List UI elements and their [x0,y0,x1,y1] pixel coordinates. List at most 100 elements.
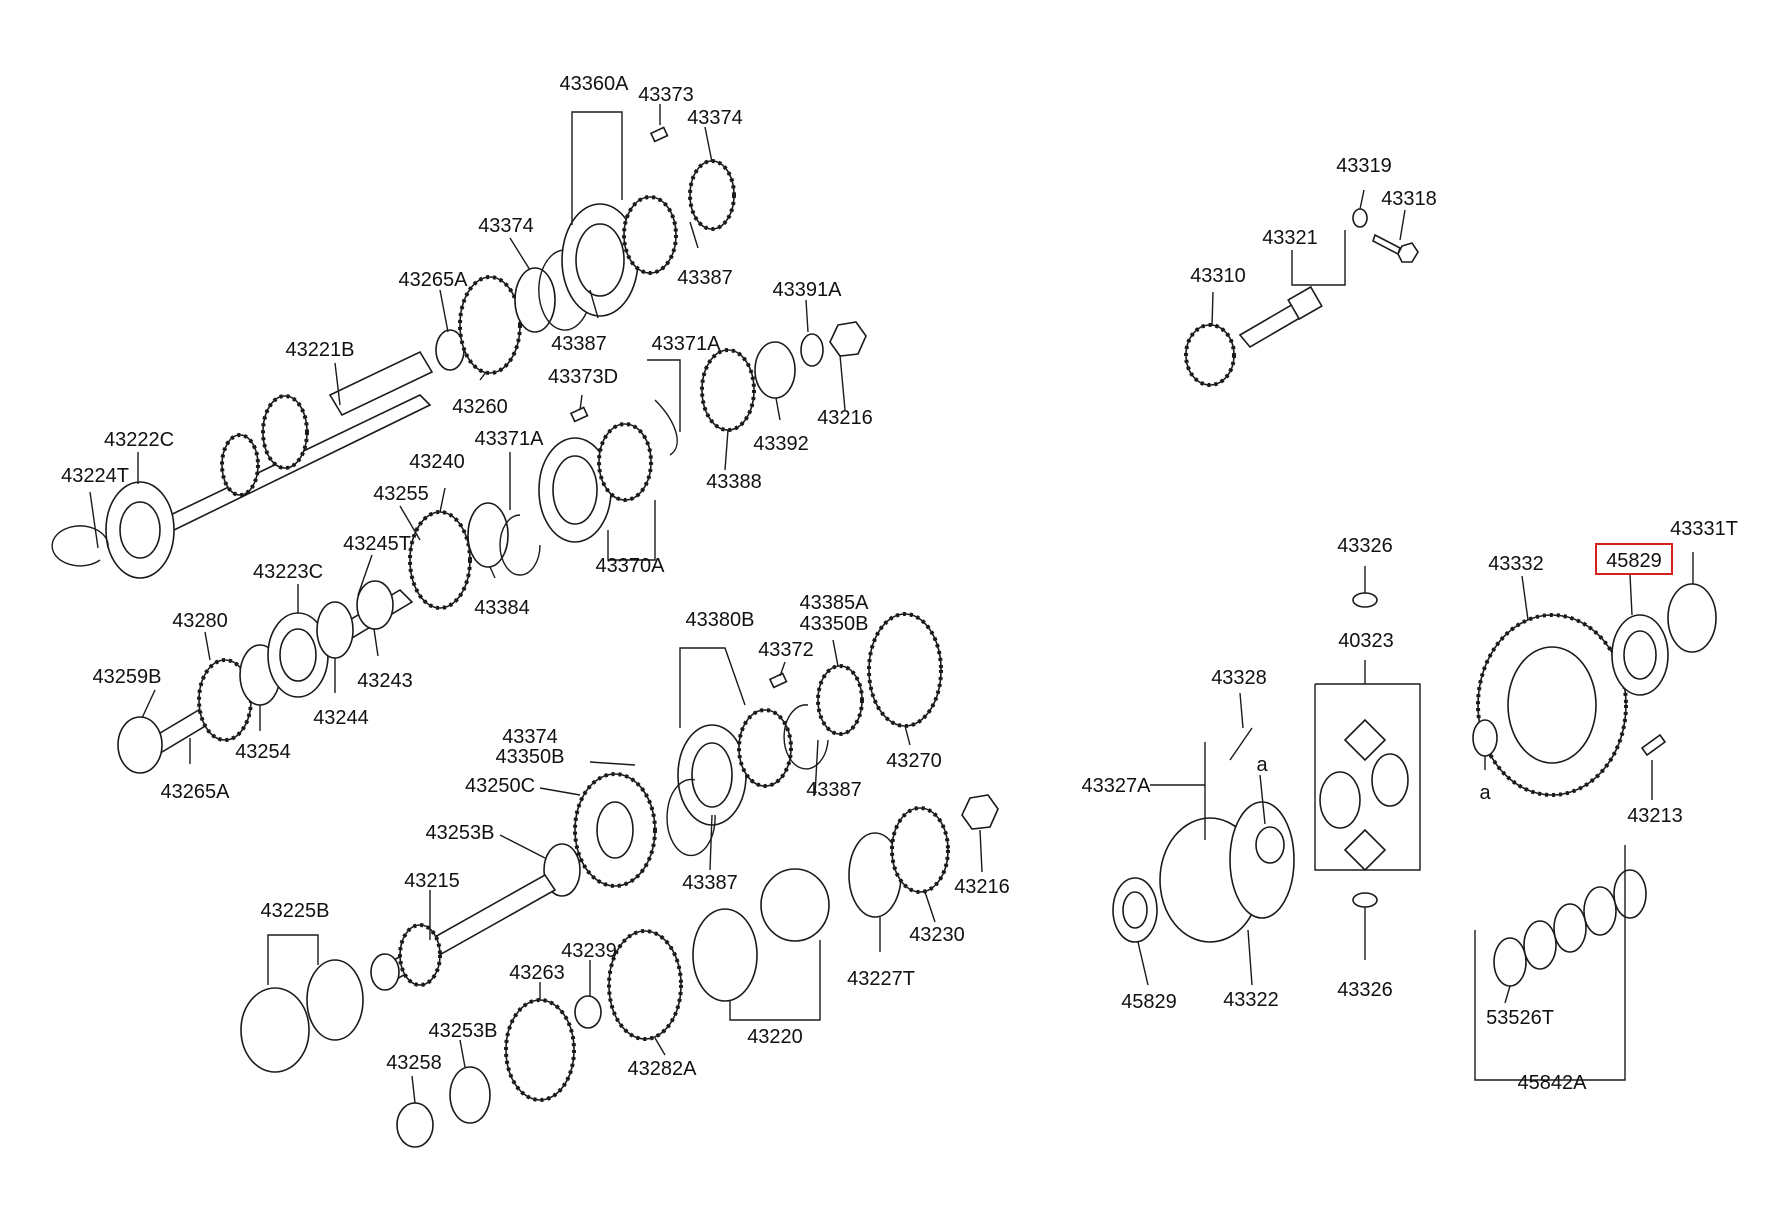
leader-lines [89,104,1694,1104]
label-53526T[interactable]: 53526T [1486,1007,1554,1029]
shim-53526T-1 [1493,937,1527,987]
label-43253B[interactable]: 43253B [426,822,495,844]
bolt-43318 [1372,233,1401,256]
label-43370A[interactable]: 43370A [596,555,666,577]
label-43255[interactable]: 43255 [373,483,429,505]
gear-43282A-teeth [607,929,683,1041]
label-43258[interactable]: 43258 [386,1052,442,1074]
label-43373D[interactable]: 43373D [548,366,618,388]
label-43260[interactable]: 43260 [452,396,508,418]
label-43322[interactable]: 43322 [1223,989,1279,1011]
shim-53526T-3 [1553,903,1587,953]
label-43319[interactable]: 43319 [1336,155,1392,177]
label-43327A[interactable]: 43327A [1082,775,1152,797]
label-43318[interactable]: 43318 [1381,188,1437,210]
label-43213[interactable]: 43213 [1627,805,1683,827]
label-43259B[interactable]: 43259B [93,666,162,688]
side-gear-right [1371,753,1409,807]
label-43239[interactable]: 43239 [561,940,617,962]
label-43331T[interactable]: 43331T [1670,518,1738,540]
label-43240[interactable]: 43240 [409,451,465,473]
label-43265A[interactable]: 43265A [399,269,469,291]
label-43230[interactable]: 43230 [909,924,965,946]
label-45842A[interactable]: 45842A [1518,1072,1588,1094]
ring-43244 [316,601,354,659]
label-43310[interactable]: 43310 [1190,265,1246,287]
ring-gear-43332-inner [1507,646,1597,764]
bearing-45829-right-inner [1623,630,1657,680]
cone-43220 [692,908,758,1002]
label-a[interactable]: a [1256,754,1268,776]
needle-bearing-43253B-lower [449,1066,491,1124]
label-43371A[interactable]: 43371A [652,333,722,355]
washer-43326-bottom [1352,892,1378,908]
side-gear-left [1319,771,1361,829]
label-43221B[interactable]: 43221B [286,339,355,361]
snap-ring-43371A [499,514,541,576]
label-43270[interactable]: 43270 [886,750,942,772]
label-43328[interactable]: 43328 [1211,667,1267,689]
label-43243[interactable]: 43243 [357,670,413,692]
label-43374[interactable]: 43374 [687,107,743,129]
label-43374[interactable]: 43374 [502,726,558,748]
label-43265A[interactable]: 43265A [161,781,231,803]
snap-ring-43371A-upper [654,399,678,456]
label-43387[interactable]: 43387 [677,267,733,289]
label-43350B[interactable]: 43350B [496,746,565,768]
label-43380B[interactable]: 43380B [686,609,755,631]
label-43372[interactable]: 43372 [758,639,814,661]
label-43224T[interactable]: 43224T [61,465,129,487]
cup-43225B [240,987,310,1073]
bearing-43392 [754,341,796,399]
label-43387[interactable]: 43387 [551,333,607,355]
gear-43310-teeth [1184,323,1236,387]
label-a[interactable]: a [1479,782,1491,804]
label-43391A[interactable]: 43391A [773,279,843,301]
label-43280[interactable]: 43280 [172,610,228,632]
label-43263[interactable]: 43263 [509,962,565,984]
label-43215[interactable]: 43215 [404,870,460,892]
label-43326[interactable]: 43326 [1337,535,1393,557]
label-43371A[interactable]: 43371A [475,428,545,450]
snap-ring-43387-upper [538,249,591,331]
label-43387[interactable]: 43387 [806,779,862,801]
label-43222C[interactable]: 43222C [104,429,174,451]
label-43250C[interactable]: 43250C [465,775,535,797]
label-43245T[interactable]: 43245T [343,533,411,555]
label-45829[interactable]: 45829 [1121,991,1177,1013]
label-43223C[interactable]: 43223C [253,561,323,583]
label-43244[interactable]: 43244 [313,707,369,729]
collar-43259B [117,716,163,774]
label-43216[interactable]: 43216 [817,407,873,429]
label-43373[interactable]: 43373 [638,84,694,106]
label-43326[interactable]: 43326 [1337,979,1393,1001]
label-43350B[interactable]: 43350B [800,613,869,635]
label-43216[interactable]: 43216 [954,876,1010,898]
shim-53526T-4 [1583,886,1617,936]
bearing-43223C-inner [279,628,317,682]
label-43384[interactable]: 43384 [474,597,530,619]
gear-43230-teeth [890,806,950,894]
cup-43220 [760,868,830,942]
label-43392[interactable]: 43392 [753,433,809,455]
label-43282A[interactable]: 43282A [628,1058,698,1080]
label-43253B[interactable]: 43253B [429,1020,498,1042]
label-43374[interactable]: 43374 [478,215,534,237]
label-43227T[interactable]: 43227T [847,968,915,990]
label-43225B[interactable]: 43225B [261,900,330,922]
ring-gear-43332-teeth [1476,613,1628,797]
label-40323[interactable]: 40323 [1338,630,1394,652]
label-45829[interactable]: 45829 [1606,550,1662,572]
label-43254[interactable]: 43254 [235,741,291,763]
label-43387[interactable]: 43387 [682,872,738,894]
label-43385A[interactable]: 43385A [800,592,870,614]
pin-43328 [1229,727,1253,761]
label-43388[interactable]: 43388 [706,471,762,493]
label-43321[interactable]: 43321 [1262,227,1318,249]
washer-43391A [800,333,824,367]
label-43220[interactable]: 43220 [747,1026,803,1048]
gear-43250C-teeth [573,772,657,888]
part-drawings [51,126,1717,1148]
label-43332[interactable]: 43332 [1488,553,1544,575]
label-43360A[interactable]: 43360A [560,73,630,95]
